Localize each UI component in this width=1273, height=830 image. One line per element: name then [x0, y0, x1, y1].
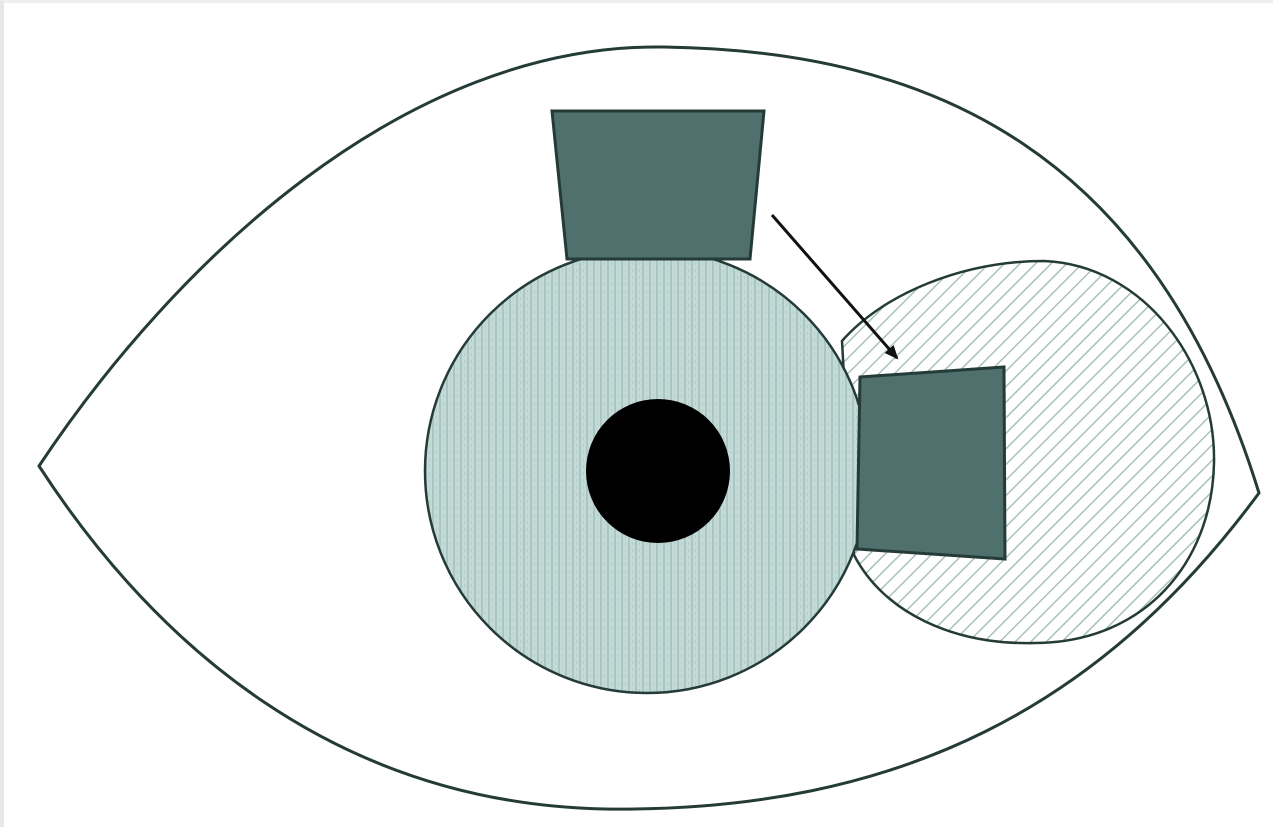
transposed-graft: [857, 367, 1005, 559]
donor-graft-origin: [552, 111, 764, 259]
pupil: [586, 399, 730, 543]
eye-graft-diagram: [4, 3, 1273, 830]
